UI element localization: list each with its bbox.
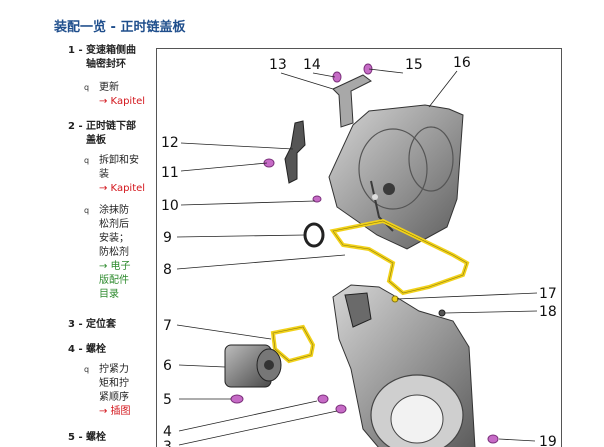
callout-18: 18	[539, 304, 557, 320]
bullet-icon: q	[84, 365, 90, 374]
screw-19	[487, 434, 499, 444]
item-number: 3 -	[68, 319, 83, 330]
oil-seal	[303, 222, 325, 248]
callout-3: 3	[163, 439, 172, 447]
exploded-view-figure: 13 14 15 16 12 11 10 9 8 7 6 5 4 3 17 18…	[156, 48, 562, 447]
item-name: 变速箱侧曲 轴密封环	[86, 45, 136, 70]
bracket	[332, 74, 372, 128]
callout-9: 9	[163, 230, 172, 246]
item-name: 正时链下部 盖板	[86, 121, 136, 146]
callout-17: 17	[539, 286, 557, 302]
upper-timing-cover	[328, 104, 464, 250]
callout-14: 14	[303, 57, 321, 73]
callout-10: 10	[161, 198, 179, 214]
callout-4: 4	[163, 424, 172, 440]
screw-10	[312, 195, 322, 203]
callout-6: 6	[163, 358, 172, 374]
callout-15: 15	[405, 57, 423, 73]
callout-11: 11	[161, 165, 179, 181]
sensor	[284, 120, 306, 184]
item-number: 5 -	[68, 432, 83, 443]
screw-18	[438, 309, 446, 317]
item-name: 螺栓	[86, 344, 106, 355]
item-number: 2 -	[68, 121, 83, 132]
figure-link[interactable]: → 插图	[99, 406, 131, 417]
screw-4b	[335, 404, 347, 414]
lower-timing-cover	[332, 284, 476, 447]
parts-catalog-link[interactable]: → 电子 版配件 目录	[99, 261, 131, 300]
exploded-view-drawing: 13 14 15 16 12 11 10 9 8 7 6 5 4 3 17 18…	[161, 55, 557, 447]
kapitel-link[interactable]: → Kapitel	[99, 183, 146, 194]
item-number: 4 -	[68, 344, 83, 355]
bullet-icon: q	[84, 83, 90, 92]
page-title: 装配一览 - 正时链盖板	[54, 20, 186, 35]
item-name: 定位套	[86, 319, 116, 330]
callout-16: 16	[453, 55, 471, 71]
callout-19: 19	[539, 434, 557, 447]
callout-7: 7	[163, 318, 172, 334]
leader-lines	[176, 68, 538, 446]
callout-8: 8	[163, 262, 172, 278]
callout-labels: 13 14 15 16 12 11 10 9 8 7 6 5 4 3 17 18…	[161, 55, 557, 447]
screw-4	[317, 394, 329, 404]
bullet-icon: q	[84, 156, 90, 165]
bullet-icon: q	[84, 206, 90, 215]
callout-12: 12	[161, 135, 179, 151]
callout-13: 13	[269, 57, 287, 73]
screw-5	[230, 394, 244, 404]
callout-5: 5	[163, 392, 172, 408]
item-number: 1 -	[68, 45, 83, 56]
kapitel-link[interactable]: → Kapitel	[99, 96, 146, 107]
item-name: 螺栓	[86, 432, 106, 443]
pump	[224, 344, 282, 388]
